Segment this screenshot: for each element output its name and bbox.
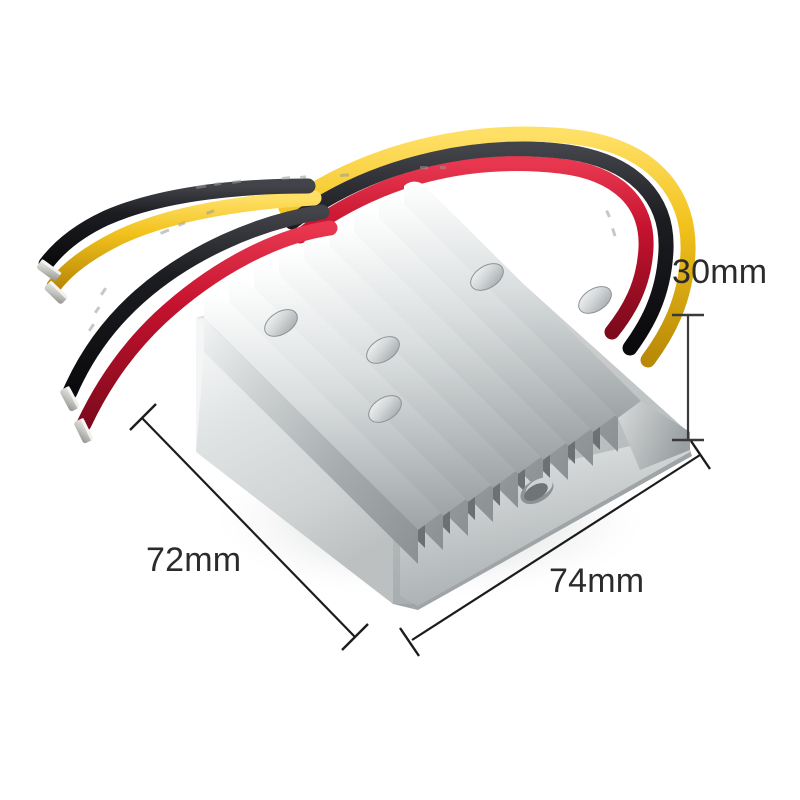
dimension-width: 74mm bbox=[399, 440, 711, 657]
wire-bundle-rear bbox=[278, 126, 696, 368]
dimension-label-depth: 72mm bbox=[146, 541, 241, 579]
wire-printed-markings bbox=[88, 166, 617, 332]
dimension-cap-start bbox=[129, 403, 157, 431]
dimension-label-height: 30mm bbox=[672, 253, 767, 291]
wire-bundle-front bbox=[37, 166, 617, 444]
converter-body bbox=[196, 181, 692, 610]
dimension-cap-end bbox=[690, 440, 711, 470]
wire-tip-highlight bbox=[66, 386, 80, 409]
mounting-pad bbox=[578, 286, 612, 314]
heatsink-fin-group bbox=[204, 181, 641, 564]
wire-tip bbox=[44, 281, 68, 304]
mounting-pad bbox=[264, 309, 298, 337]
mounting-pad bbox=[366, 336, 400, 364]
dimension-line-width bbox=[411, 454, 701, 641]
dimension-depth: 72mm bbox=[129, 403, 369, 651]
dimension-label-width: 74mm bbox=[549, 562, 644, 600]
wire-yellow bbox=[46, 190, 322, 294]
wire-tip-highlight bbox=[40, 259, 62, 275]
dimension-cap-end bbox=[341, 623, 369, 651]
mounting-hole-bore bbox=[524, 483, 548, 501]
wire-tip bbox=[74, 418, 93, 444]
body-left-highlight bbox=[196, 318, 204, 452]
fin-block-right-end bbox=[618, 401, 690, 470]
mounting-pad-group bbox=[264, 263, 612, 423]
wire-red bbox=[76, 220, 338, 432]
mounting-pad bbox=[368, 395, 402, 423]
mounting-pad bbox=[470, 263, 504, 291]
dimension-cap-start bbox=[399, 627, 420, 657]
wire-tip-highlight bbox=[80, 418, 94, 441]
wire-tip bbox=[37, 260, 61, 281]
wire-tip-highlight bbox=[49, 280, 68, 299]
wire-black-rear-curve bbox=[284, 141, 674, 356]
dimension-height: 30mm bbox=[672, 253, 767, 442]
wire-black-2 bbox=[62, 204, 330, 400]
wire-tip-group bbox=[37, 259, 94, 444]
heatsink-fin bbox=[204, 293, 441, 564]
wire-yellow-rear-curve bbox=[278, 126, 696, 368]
right-base-band bbox=[400, 432, 690, 606]
dimension-line-depth bbox=[141, 417, 356, 638]
wire-tip bbox=[60, 386, 80, 412]
wire-black-1 bbox=[38, 178, 316, 272]
wire-red-rear-curve bbox=[292, 156, 654, 340]
